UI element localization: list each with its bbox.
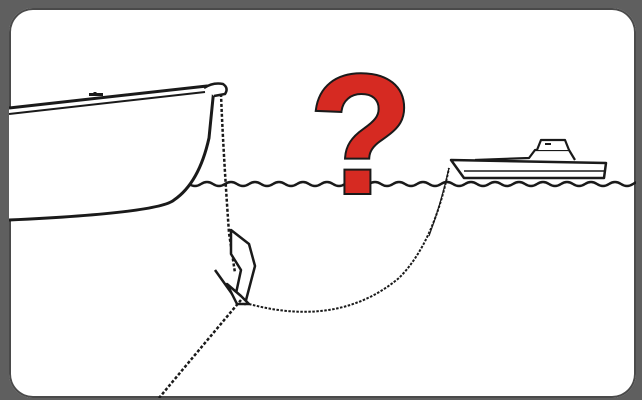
anchoring-illustration: ? [9, 8, 636, 398]
anchor [215, 230, 255, 304]
large-boat-hull [9, 84, 227, 221]
illustration-card: ? [9, 8, 636, 398]
question-mark: ? [309, 40, 413, 230]
svg-text:?: ? [309, 40, 413, 230]
distant-motor-boat [451, 140, 606, 178]
seabed-chain [159, 300, 241, 398]
